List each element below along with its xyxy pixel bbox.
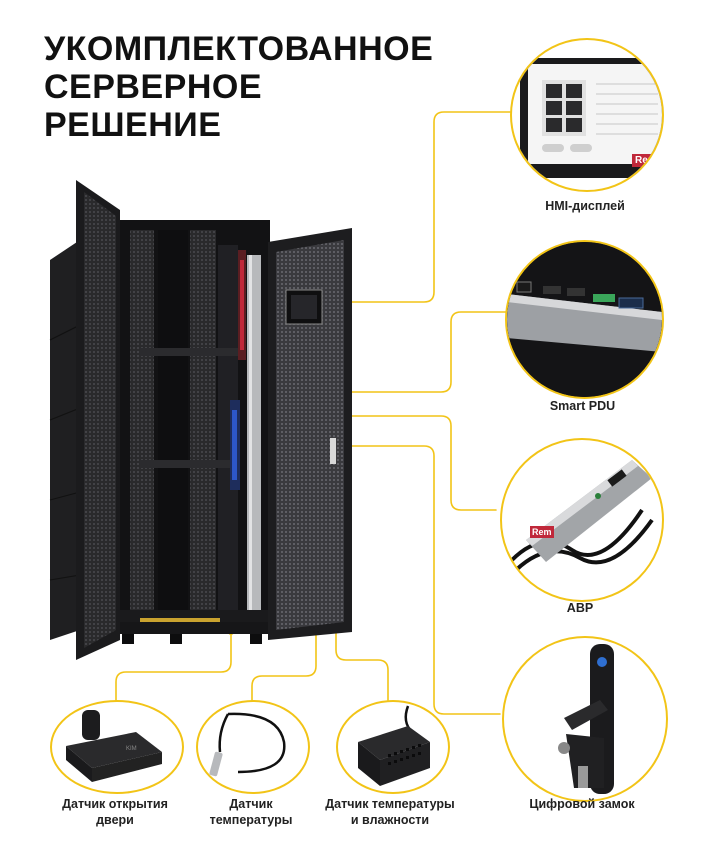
temperature-sensor-circle [196,700,310,794]
temperature-humidity-sensor-label: Датчик температуры и влажности [310,796,470,828]
callout-line-th [335,449,389,701]
hmi-label: HMI-дисплей [545,199,625,213]
svg-text:KIM: KIM [126,746,137,752]
callout-line-avr [231,415,497,511]
callout-line-temp [251,625,317,701]
door-sensor-label-line2: двери [96,813,134,827]
door-sensor-illustration: KIM [66,710,162,782]
server-rack-illustration [49,180,352,660]
temperature-sensor-illustration [209,712,286,777]
callout-line-pdu [251,311,511,393]
temperature-humidity-sensor-circle [336,700,450,794]
smart-pdu-label: Smart PDU [549,399,616,413]
temperature-sensor-label: Датчик температуры [190,796,312,828]
hmi-display-circle: Rem [510,38,664,192]
temperature-sensor-label-line2: температуры [209,813,293,827]
door-sensor-label: Датчик открытия двери [40,796,190,828]
title-line-3: РЕШЕНИЕ [44,106,222,144]
door-sensor-label-line1: Датчик открытия [62,797,168,811]
temperature-humidity-sensor-illustration [358,705,430,786]
digital-lock-illustration [558,644,614,794]
avr-illustration [510,460,654,572]
avr-circle: Rem [500,438,664,602]
digital-lock-circle [502,636,668,802]
temperature-sensor-label-line1: Датчик [229,797,273,811]
door-sensor-circle: KIM [50,700,184,794]
callout-line-lock [341,445,501,715]
temperature-humidity-sensor-label-line1: Датчик температуры [325,797,455,811]
avr-logo: Rem [530,526,554,538]
temperature-humidity-sensor-label-line2: и влажности [350,813,430,827]
smart-pdu-circle [505,240,664,399]
title-line-1: УКОМПЛЕКТОВАННОЕ [44,30,434,68]
title-line-2: СЕРВЕРНОЕ [44,68,262,106]
page-title: УКОМПЛЕКТОВАННОЕ СЕРВЕРНОЕ РЕШЕНИЕ [44,30,433,144]
smart-pdu-illustration [507,242,662,397]
digital-lock-label: Цифровой замок [529,797,635,811]
callout-line-hmi [321,111,511,303]
avr-label: АВР [566,601,594,615]
callout-line-door [115,631,232,701]
hmi-logo: Rem [632,154,660,167]
hmi-display-illustration [520,58,662,178]
